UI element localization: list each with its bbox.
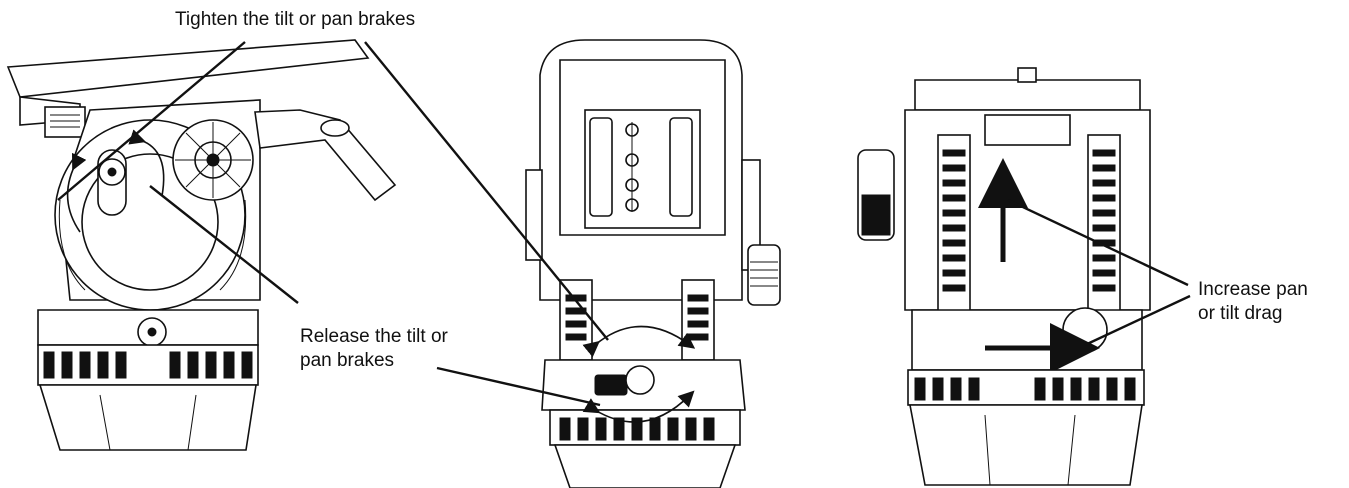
leader-tighten-left (57, 41, 246, 201)
label-drag-line2: or tilt drag (1198, 303, 1283, 324)
rear-view-head (857, 67, 1151, 486)
label-release-brakes: Release the tilt or pan brakes (300, 325, 448, 373)
side-view-head (6, 39, 397, 451)
leader-drag-side (1084, 294, 1191, 347)
leader-tighten-center (364, 41, 609, 341)
leader-lines (57, 41, 1191, 407)
label-drag-line1: Increase pan (1198, 279, 1308, 300)
leader-drag-up (1007, 198, 1189, 287)
label-increase-drag: Increase pan or tilt drag (1198, 278, 1308, 326)
label-release-line2: pan brakes (300, 350, 395, 371)
label-release-line1: Release the tilt or (300, 326, 448, 347)
label-tighten-brakes: Tighten the tilt or pan brakes (175, 9, 416, 30)
leader-release-center (436, 366, 601, 407)
front-view-head (525, 39, 781, 488)
leader-release-left (149, 185, 299, 304)
